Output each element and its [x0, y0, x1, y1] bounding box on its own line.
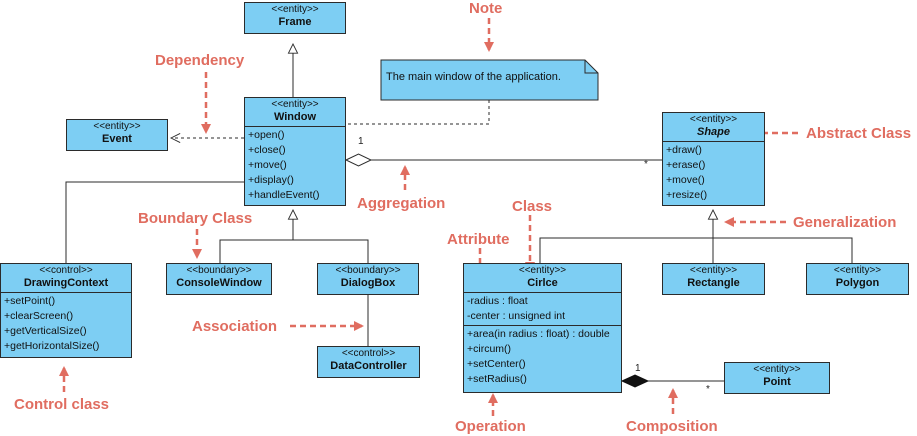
circle-operation: +area(in radius : float) : double — [467, 328, 610, 340]
class-polygon[interactable]: <<entity>> Polygon — [806, 263, 909, 295]
datacontroller-stereotype: <<control>> — [341, 348, 396, 359]
window-operation: +move() — [248, 159, 287, 171]
class-rectangle[interactable]: <<entity>> Rectangle — [662, 263, 765, 295]
event-name: Event — [102, 133, 132, 145]
point-stereotype: <<entity>> — [753, 364, 801, 375]
label-dependency: Dependency — [155, 52, 245, 69]
note-anchor — [346, 100, 490, 125]
circle-operation: +setRadius() — [467, 373, 527, 385]
circle-stereotype: <<entity>> — [518, 265, 567, 276]
multiplicity-point: * — [706, 384, 710, 395]
circle-name: Cirlce — [527, 277, 558, 289]
class-frame[interactable]: <<entity>> Frame — [244, 2, 346, 34]
label-operation: Operation — [455, 418, 526, 435]
shape-stereotype: <<entity>> — [689, 114, 738, 125]
shape-operation: +draw() — [666, 144, 702, 156]
association-window-drawingcontext — [65, 181, 244, 263]
label-generalization: Generalization — [793, 214, 897, 231]
class-consolewindow[interactable]: <<boundary>> ConsoleWindow — [166, 263, 272, 295]
multiplicity-window: 1 — [358, 136, 364, 147]
dialogbox-stereotype: <<boundary>> — [335, 265, 401, 276]
class-circle[interactable]: <<entity>> Cirlce -radius : float -cente… — [463, 263, 622, 393]
window-name: Window — [273, 111, 317, 123]
label-note: Note — [469, 0, 503, 17]
label-association: Association — [192, 318, 278, 335]
point-name: Point — [763, 376, 791, 388]
frame-name: Frame — [278, 16, 312, 28]
aggregation-diamond — [344, 153, 373, 167]
datacontroller-name: DataController — [330, 360, 407, 372]
polygon-name: Polygon — [835, 277, 880, 289]
circle-attribute: -radius : float — [467, 295, 528, 307]
composition-diamond — [620, 374, 650, 388]
note-fold — [584, 60, 598, 74]
drawingcontext-operation: +setPoint() — [4, 295, 56, 307]
drawingcontext-operation: +clearScreen() — [4, 310, 74, 322]
label-composition: Composition — [626, 418, 718, 435]
note-shape — [380, 59, 599, 101]
label-aggregation: Aggregation — [357, 195, 446, 212]
consolewindow-name: ConsoleWindow — [176, 277, 262, 289]
window-operation: +handleEvent() — [248, 189, 320, 201]
consolewindow-stereotype: <<boundary>> — [186, 265, 252, 276]
label-attribute: Attribute — [447, 231, 510, 248]
class-dialogbox[interactable]: <<boundary>> DialogBox — [317, 263, 419, 295]
window-operation: +close() — [248, 144, 286, 156]
circle-operation: +circum() — [467, 343, 512, 355]
shape-operation: +move() — [666, 174, 705, 186]
class-drawingcontext[interactable]: <<control>> DrawingContext +setPoint() +… — [0, 263, 132, 358]
window-operation: +open() — [248, 129, 285, 141]
generalization-children-window — [219, 239, 369, 263]
window-operation: +display() — [248, 174, 294, 186]
label-control-class: Control class — [14, 396, 110, 413]
class-event[interactable]: <<entity>> Event — [66, 119, 168, 151]
multiplicity-shape: * — [644, 159, 648, 170]
class-datacontroller[interactable]: <<control>> DataController — [317, 346, 420, 378]
generalization-children-shape — [539, 237, 853, 263]
label-boundary-class: Boundary Class — [138, 210, 253, 227]
shape-operation: +resize() — [666, 189, 708, 201]
class-shape[interactable]: <<entity>> Shape +draw() +erase() +move(… — [662, 112, 765, 206]
rectangle-name: Rectangle — [687, 277, 740, 289]
drawingcontext-stereotype: <<control>> — [39, 265, 93, 276]
circle-operation: +setCenter() — [467, 358, 526, 370]
polygon-stereotype: <<entity>> — [833, 265, 882, 276]
drawingcontext-name: DrawingContext — [23, 277, 109, 289]
label-class: Class — [512, 198, 553, 215]
dialogbox-name: DialogBox — [340, 277, 396, 289]
drawingcontext-operation: +getHorizontalSize() — [4, 340, 100, 352]
rectangle-stereotype: <<entity>> — [689, 265, 738, 276]
label-abstract-class: Abstract Class — [806, 125, 912, 142]
event-stereotype: <<entity>> — [93, 121, 141, 132]
shape-name: Shape — [696, 126, 730, 138]
circle-attribute: -center : unsigned int — [467, 310, 566, 322]
window-stereotype: <<entity>> — [271, 99, 319, 110]
drawingcontext-operation: +getVerticalSize() — [4, 325, 87, 337]
note-text: The main window of the application. — [386, 71, 561, 83]
frame-stereotype: <<entity>> — [271, 4, 319, 15]
class-point[interactable]: <<entity>> Point — [724, 362, 830, 394]
class-window[interactable]: <<entity>> Window +open() +close() +move… — [244, 97, 346, 206]
note: The main window of the application. — [381, 60, 598, 100]
multiplicity-circle: 1 — [635, 363, 641, 374]
shape-operation: +erase() — [666, 159, 706, 171]
